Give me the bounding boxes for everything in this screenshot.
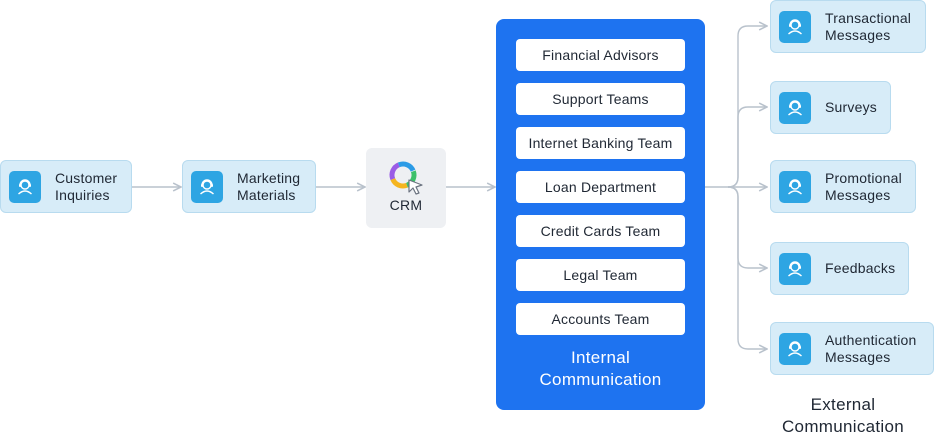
output-label: Transactional Messages: [825, 9, 912, 43]
user-headset-icon: [9, 170, 41, 203]
user-headset-icon: [779, 10, 811, 43]
team-accounts[interactable]: Accounts Team: [516, 303, 685, 335]
internal-communication-panel: Financial Advisors Support Teams Interne…: [496, 19, 705, 410]
team-credit-cards[interactable]: Credit Cards Team: [516, 215, 685, 247]
output-node-feedbacks[interactable]: Feedbacks: [770, 242, 909, 295]
crm-node[interactable]: CRM: [366, 148, 446, 228]
external-communication-title: External Communication: [781, 395, 904, 436]
team-financial-advisors[interactable]: Financial Advisors: [516, 39, 685, 71]
output-label: Authentication Messages: [825, 331, 917, 365]
output-node-transactional-messages[interactable]: Transactional Messages: [770, 0, 926, 53]
team-internet-banking[interactable]: Internet Banking Team: [516, 127, 685, 159]
team-support-teams[interactable]: Support Teams: [516, 83, 685, 115]
user-headset-icon: [779, 252, 811, 285]
user-headset-icon: [779, 91, 811, 124]
output-label: Feedbacks: [825, 260, 896, 276]
input-node-marketing-materials[interactable]: Marketing Materials: [182, 160, 316, 213]
crm-label: CRM: [389, 197, 423, 213]
output-label: Promotional Messages: [825, 169, 902, 203]
branch-surveys: [727, 107, 767, 188]
output-node-surveys[interactable]: Surveys: [770, 81, 891, 134]
output-label: Surveys: [825, 99, 877, 115]
input-label: Customer Inquiries: [55, 169, 118, 203]
crm-logo-icon: [389, 161, 423, 195]
branch-feedbacks: [727, 186, 767, 268]
team-legal[interactable]: Legal Team: [516, 259, 685, 291]
output-node-promotional-messages[interactable]: Promotional Messages: [770, 160, 916, 213]
team-loan-department[interactable]: Loan Department: [516, 171, 685, 203]
user-headset-icon: [779, 170, 811, 203]
internal-communication-title: Internal Communication: [539, 348, 662, 389]
output-node-authentication-messages[interactable]: Authentication Messages: [770, 322, 934, 375]
user-headset-icon: [779, 332, 811, 365]
user-headset-icon: [191, 170, 223, 203]
input-label: Marketing Materials: [237, 169, 301, 203]
input-node-customer-inquiries[interactable]: Customer Inquiries: [0, 160, 132, 213]
branch-authentication: [727, 186, 767, 349]
